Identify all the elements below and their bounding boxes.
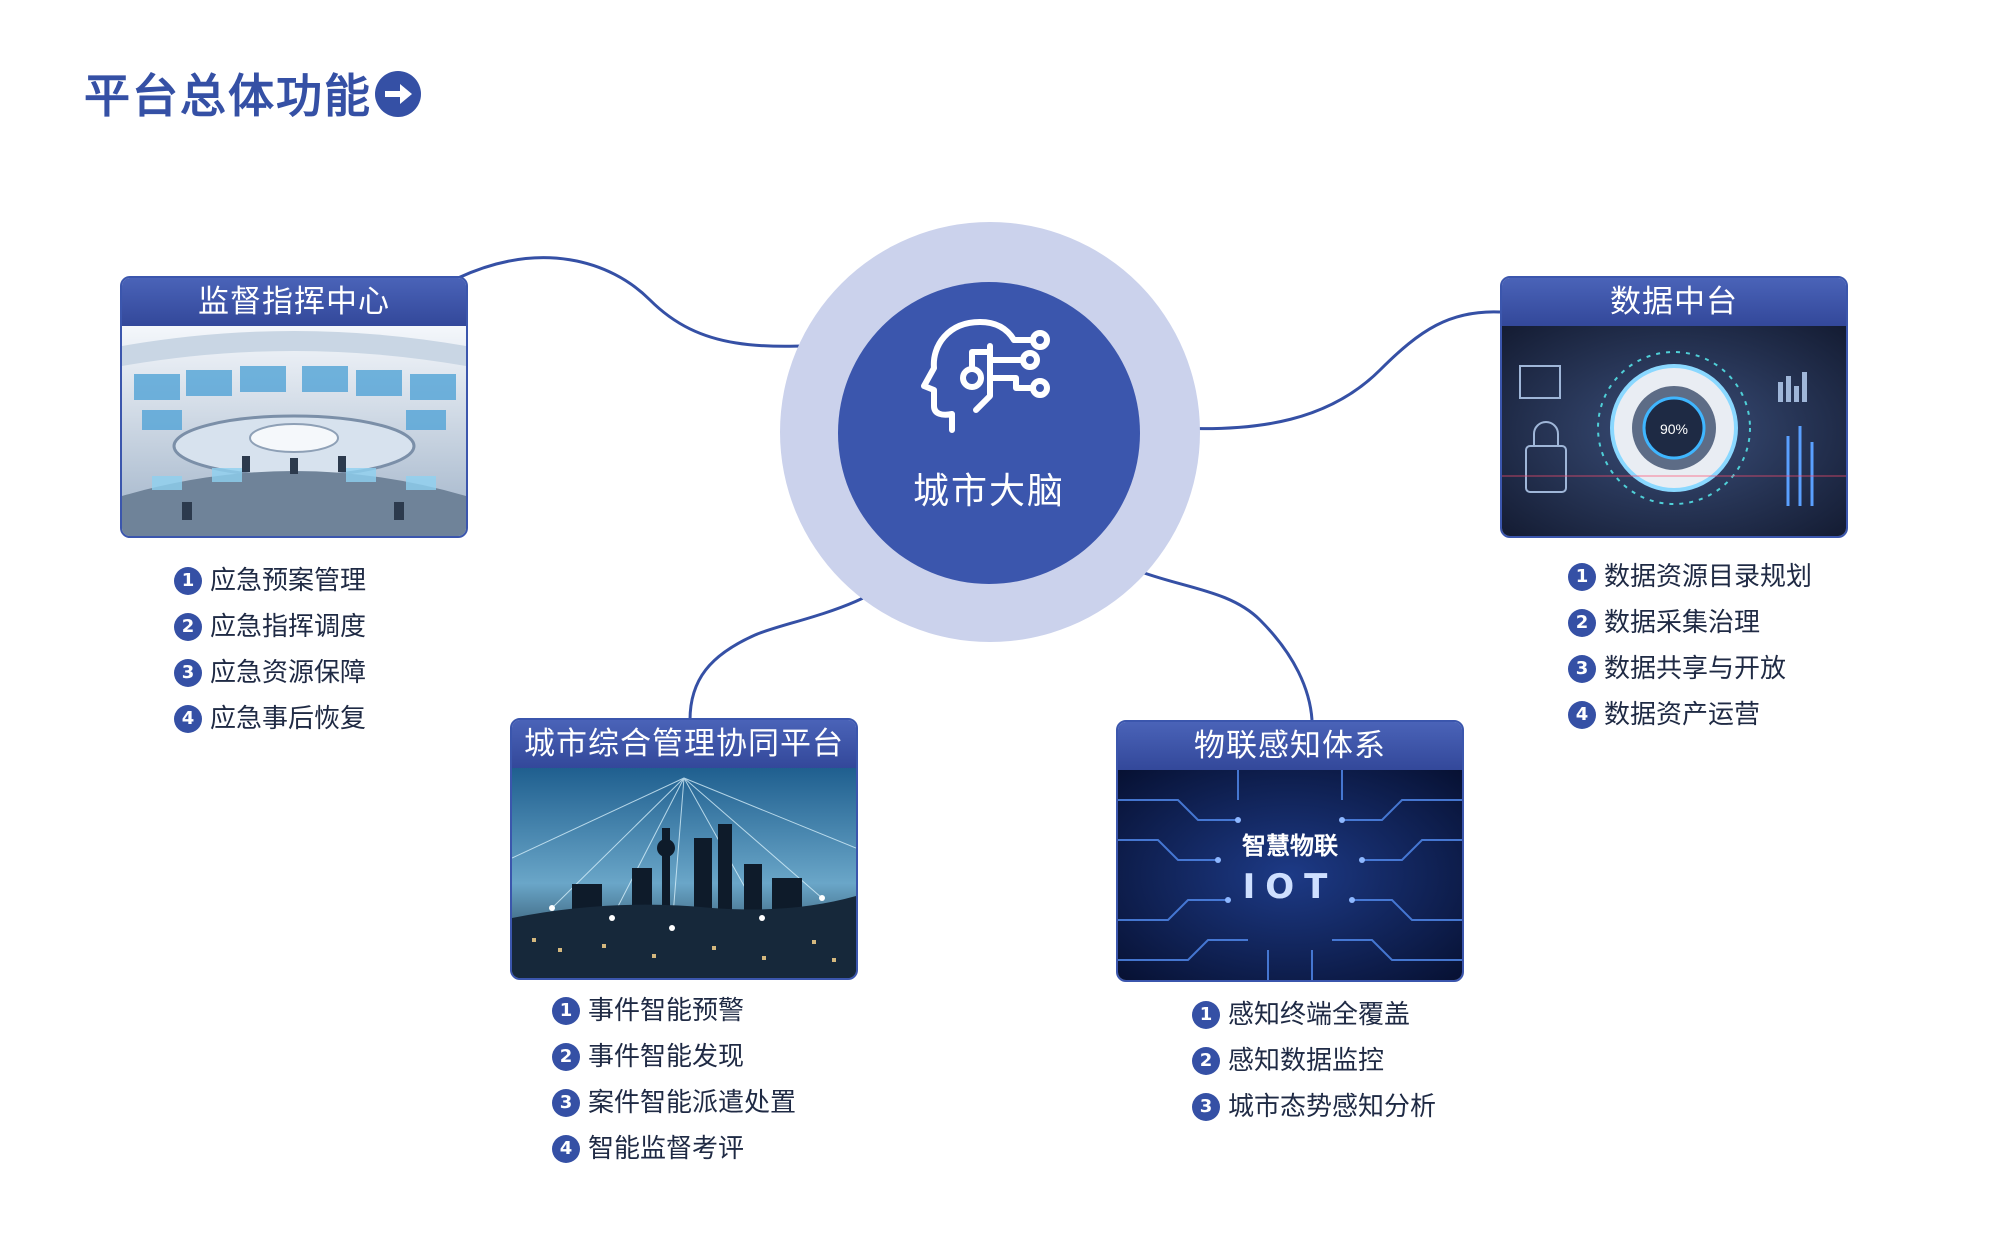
number-badge: 1 xyxy=(1568,563,1596,591)
data-security-dashboard-image: 90% xyxy=(1502,326,1846,536)
number-badge: 4 xyxy=(174,705,202,733)
command-center-photo xyxy=(122,326,466,536)
iot-circuit-board-image: 智慧物联 IOT xyxy=(1118,770,1462,980)
number-badge: 3 xyxy=(1568,655,1596,683)
module-title: 监督指挥中心 xyxy=(122,278,466,326)
number-badge: 2 xyxy=(174,613,202,641)
iot-headline-text: 智慧物联 xyxy=(1242,832,1338,860)
number-badge: 3 xyxy=(174,659,202,687)
connector-supervision xyxy=(457,256,856,348)
module-title: 城市综合管理协同平台 xyxy=(512,720,856,768)
number-badge: 2 xyxy=(1192,1047,1220,1075)
ai-brain-head-icon xyxy=(921,319,1050,433)
number-badge: 4 xyxy=(552,1135,580,1163)
dashboard-percent-text: 90% xyxy=(1660,421,1688,437)
number-badge: 2 xyxy=(1568,609,1596,637)
number-badge: 3 xyxy=(1192,1093,1220,1121)
module-card-supervision[interactable]: 监督指挥中心 xyxy=(120,276,468,538)
number-badge: 1 xyxy=(174,567,202,595)
module-card-iot[interactable]: 物联感知体系 智慧物联 IOT xyxy=(1116,720,1464,982)
number-badge: 1 xyxy=(1192,1001,1220,1029)
hub-circle[interactable] xyxy=(838,282,1140,584)
hub-label: 城市大脑 xyxy=(912,471,1065,512)
city-night-skyline-photo xyxy=(512,768,856,978)
number-badge: 1 xyxy=(552,997,580,1025)
module-title: 物联感知体系 xyxy=(1118,722,1462,770)
page-title: 平台总体功能 xyxy=(84,69,372,123)
number-badge: 4 xyxy=(1568,701,1596,729)
module-card-city[interactable]: 城市综合管理协同平台 xyxy=(510,718,858,980)
arrow-right-circle-icon xyxy=(375,71,421,117)
module-card-data[interactable]: 数据中台 90% xyxy=(1500,276,1848,538)
number-badge: 3 xyxy=(552,1089,580,1117)
number-badge: 2 xyxy=(552,1043,580,1071)
connector-data xyxy=(1174,310,1501,431)
iot-logo-text: IOT xyxy=(1243,867,1338,907)
module-title: 数据中台 xyxy=(1502,278,1846,326)
